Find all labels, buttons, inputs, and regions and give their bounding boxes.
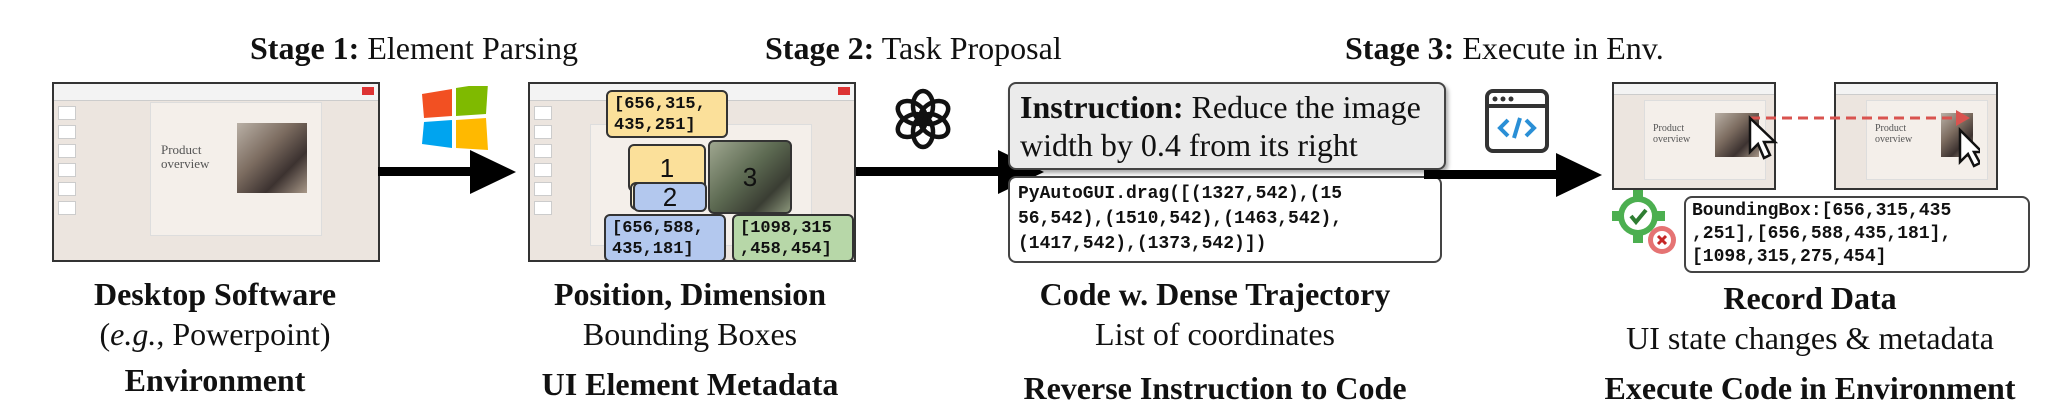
bbox-label-blue: [656,588, 435,181] [604, 214, 726, 262]
bbox-3: 3 [708, 140, 792, 214]
col2-title: Position, Dimension [553, 276, 827, 312]
col3-sub: List of coordinates [1095, 316, 1335, 352]
drag-path [1748, 110, 1980, 168]
slide-photo [237, 123, 307, 193]
bbox-label-yellow: [656,315, 435,251] [606, 90, 728, 138]
openai-logo-icon [895, 88, 951, 150]
instruction-box: Instruction: Reduce the image width by 0… [1008, 82, 1446, 170]
cursor-icon [1748, 115, 1779, 160]
col1-sub: (e.g., Powerpoint) [99, 316, 331, 352]
bounding-box-output: BoundingBox:[656,315,435 ,251],[656,588,… [1684, 196, 2030, 273]
arrow-2 [856, 167, 1006, 176]
stage-1-title: Stage 1: Element Parsing [250, 30, 578, 66]
stage-2-title: Stage 2: Task Proposal [765, 30, 1062, 66]
bbox-label-green: [1098,315 ,458,454] [732, 214, 854, 262]
code-window-icon [1485, 89, 1549, 153]
windows-logo-icon [422, 86, 488, 150]
arrow-1 [378, 167, 478, 176]
arrow-3-head [1556, 153, 1602, 197]
code-box: PyAutoGUI.drag([(1327,542),(15 56,542),(… [1008, 176, 1442, 263]
col4-bottom: Execute Code in Environment [1604, 370, 2016, 406]
col2-sub: Bounding Boxes [582, 316, 798, 352]
col1-title: Desktop Software [93, 276, 337, 312]
col4-sub: UI state changes & metadata [1626, 320, 1994, 356]
bbox-2: 2 [633, 182, 707, 212]
col2-bottom: UI Element Metadata [541, 366, 839, 402]
col1-bottom: Environment [124, 362, 306, 398]
arrow-1-head [470, 150, 516, 194]
col3-title: Code w. Dense Trajectory [1039, 276, 1391, 312]
gear-check-icon [1612, 190, 1676, 254]
arrow-3 [1424, 170, 1564, 179]
col3-bottom: Reverse Instruction to Code [1023, 370, 1407, 406]
col4-title: Record Data [1723, 280, 1897, 316]
stage-3-title: Stage 3: Execute in Env. [1345, 30, 1664, 66]
